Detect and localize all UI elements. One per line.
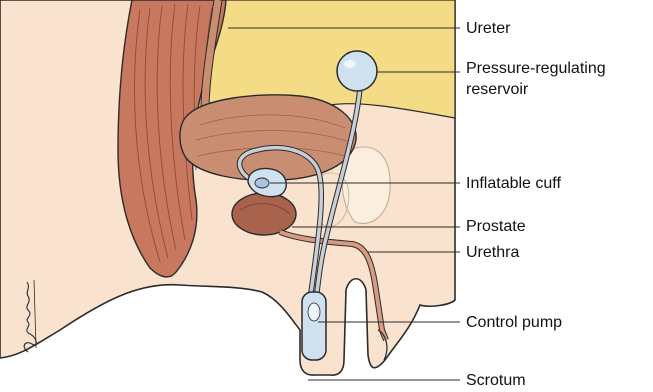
label-reservoir-line1: Pressure-regulating bbox=[466, 59, 606, 78]
control-pump bbox=[302, 292, 326, 360]
label-ureter: Ureter bbox=[466, 19, 510, 38]
label-scrotum: Scrotum bbox=[466, 371, 526, 390]
label-prostate: Prostate bbox=[466, 217, 526, 236]
pubic-bone bbox=[342, 147, 390, 223]
label-reservoir-line2: reservoir bbox=[466, 80, 528, 99]
label-inflatable-cuff: Inflatable cuff bbox=[466, 174, 561, 193]
label-urethra: Urethra bbox=[466, 243, 519, 262]
pressure-reservoir bbox=[337, 51, 377, 91]
prostate bbox=[232, 193, 296, 235]
label-control-pump: Control pump bbox=[466, 313, 562, 332]
